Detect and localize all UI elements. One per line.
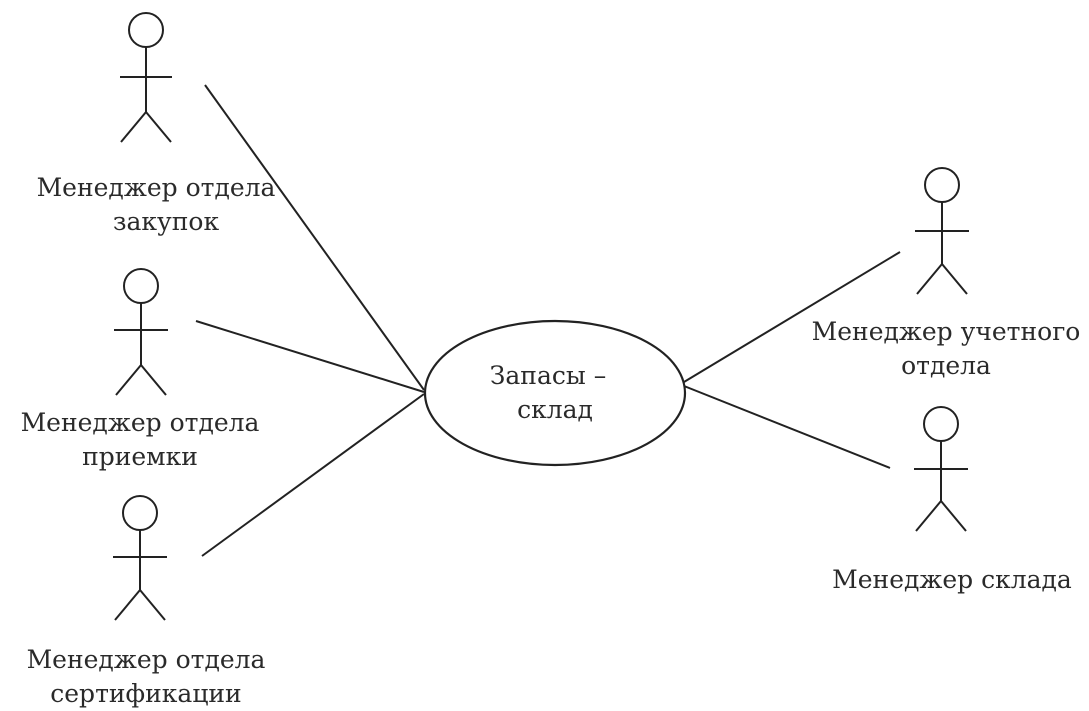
actor-label-line1: Менеджер склада — [832, 565, 1072, 594]
use-case-stock-warehouse: Запасы – склад — [423, 319, 687, 467]
actor-warehouse-manager: Менеджер склада — [832, 406, 1072, 594]
use-case-ellipse — [423, 319, 687, 467]
actor-label-line1: Менеджер отдела — [27, 645, 266, 674]
association-line-purchasing — [204, 84, 425, 391]
actor-figure-icon — [915, 167, 969, 295]
actor-figure-icon — [914, 406, 968, 532]
actor-figure-icon — [120, 12, 172, 143]
actor-label-line1: Менеджер учетного — [812, 317, 1081, 346]
actor-label-line1: Менеджер отдела — [37, 173, 276, 202]
actor-label-line2: отдела — [901, 351, 991, 380]
actor-label-line1: Менеджер отдела — [21, 408, 260, 437]
use-case-label-line1: Запасы – — [490, 361, 606, 390]
association-line-receiving — [195, 320, 425, 393]
actor-label-line2: сертификации — [50, 679, 241, 708]
actor-accounting-manager: Менеджер учетного отдела — [812, 167, 1081, 380]
actor-figure-icon — [114, 268, 168, 396]
association-line-warehouse — [683, 385, 891, 469]
use-case-label-line2: склад — [517, 395, 593, 424]
actor-label-line2: закупок — [113, 207, 220, 236]
actor-label-line2: приемки — [82, 442, 198, 471]
association-line-accounting — [683, 251, 901, 383]
actor-certification-manager: Менеджер отдела сертификации — [27, 495, 266, 708]
association-line-certification — [201, 393, 425, 557]
actor-receiving-manager: Менеджер отдела приемки — [21, 268, 260, 471]
actor-purchasing-manager: Менеджер отдела закупок — [37, 12, 276, 236]
actor-figure-icon — [113, 495, 167, 621]
